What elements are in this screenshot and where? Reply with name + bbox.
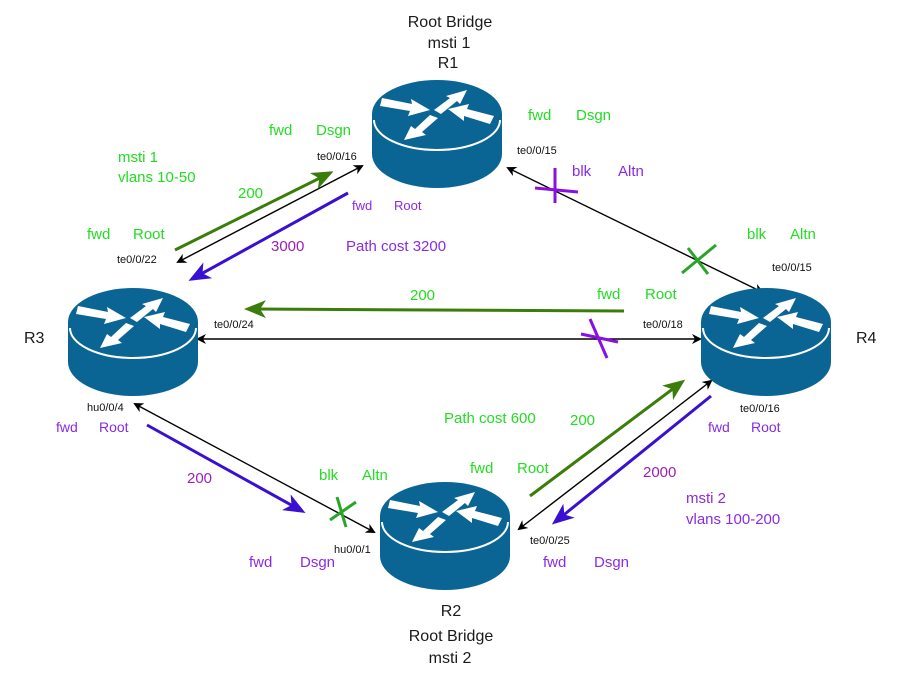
msti1-arrow-r4-to-r3 bbox=[244, 300, 625, 319]
msti1-r1-te0016-role: Dsgn bbox=[316, 122, 352, 139]
msti1-vlans: vlans 10-50 bbox=[118, 169, 196, 186]
port-r3-te0022: te0/0/22 bbox=[117, 254, 157, 266]
port-r1-te0016: te0/0/16 bbox=[317, 151, 357, 163]
msti1-r4-te0015-role: Altn bbox=[790, 226, 816, 243]
msti1-r3-te0022-role: Root bbox=[133, 226, 165, 243]
router-r4[interactable] bbox=[700, 287, 832, 397]
block-mark-msti2-r4-te0018 bbox=[580, 318, 619, 359]
msti1-cost-r2-r4: 200 bbox=[570, 412, 596, 429]
link-r4-r2 bbox=[517, 379, 713, 531]
r4-name: R4 bbox=[856, 330, 877, 347]
msti1-arrow-r3-to-r1 bbox=[174, 171, 334, 252]
r1-role-line1: Root Bridge bbox=[407, 14, 493, 31]
msti1-r4-te0018-role: Root bbox=[645, 286, 677, 303]
block-mark-msti2-r1-te0015 bbox=[534, 168, 579, 203]
msti2-cost-r4-r2: 2000 bbox=[643, 464, 677, 481]
msti1-r1-te0016-state: fwd bbox=[269, 122, 293, 139]
port-r3-hu004: hu0/0/4 bbox=[87, 402, 124, 414]
msti2-r2-hu001-role: Dsgn bbox=[300, 554, 336, 571]
r3-name: R3 bbox=[24, 330, 45, 347]
block-mark-msti1-r4-te0015 bbox=[681, 243, 717, 275]
msti1-r2-te0025-state: fwd bbox=[470, 460, 494, 477]
msti1-arrow-r2-to-r4 bbox=[529, 379, 686, 498]
msti1-r1-te0015-role: Dsgn bbox=[576, 107, 612, 124]
r2-role-line1: Root Bridge bbox=[408, 628, 494, 645]
port-r2-te0025: te0/0/25 bbox=[530, 535, 570, 547]
msti2-title: msti 2 bbox=[686, 490, 727, 507]
msti2-r3-hu004-state: fwd bbox=[56, 419, 78, 435]
msti1-r2-hu001-state: blk bbox=[319, 467, 339, 484]
msti1-path-cost: Path cost 600 bbox=[444, 410, 536, 427]
msti2-r1-te0015-role: Altn bbox=[618, 163, 644, 180]
msti1-cost-r3-r1: 200 bbox=[238, 185, 264, 202]
msti2-r3-hu004-role: Root bbox=[99, 419, 129, 435]
port-r1-te0015: te0/0/15 bbox=[517, 145, 557, 157]
link-r3-r2 bbox=[133, 403, 376, 533]
msti1-r4-te0015-state: blk bbox=[747, 226, 767, 243]
msti1-r1-te0015-state: fwd bbox=[528, 107, 552, 124]
msti1-title: msti 1 bbox=[118, 149, 159, 166]
router-r1[interactable] bbox=[371, 79, 503, 189]
block-mark-msti1-r2-hu001 bbox=[329, 496, 357, 528]
msti1-r3-te0022-state: fwd bbox=[87, 226, 111, 243]
msti1-r4-te0018-state: fwd bbox=[597, 286, 621, 303]
router-r2[interactable] bbox=[379, 481, 511, 591]
msti2-cost-r3-r2: 200 bbox=[187, 470, 213, 487]
port-r3-te0024: te0/0/24 bbox=[214, 319, 254, 331]
msti2-cost-r1-r3: 3000 bbox=[271, 238, 305, 255]
msti2-r4-te0016-role: Root bbox=[751, 419, 781, 435]
msti2-r1-te0016-role: Root bbox=[394, 198, 422, 213]
msti2-arrow-r3-to-r2 bbox=[146, 423, 306, 513]
router-r3[interactable] bbox=[67, 287, 199, 397]
msti2-r4-te0016-state: fwd bbox=[708, 419, 730, 435]
port-r2-hu001: hu0/0/1 bbox=[334, 544, 371, 556]
msti1-r2-hu001-role: Altn bbox=[362, 467, 388, 484]
msti2-r1-te0016-state: fwd bbox=[352, 198, 373, 213]
msti2-path-cost: Path cost 3200 bbox=[346, 238, 447, 255]
msti2-arrow-r1-to-r3 bbox=[188, 191, 349, 281]
msti2-r2-hu001-state: fwd bbox=[249, 554, 273, 571]
port-r4-te0015: te0/0/15 bbox=[772, 262, 812, 274]
r1-role-line2: msti 1 bbox=[427, 35, 471, 52]
msti2-r2-te0025-role: Dsgn bbox=[594, 554, 630, 571]
msti2-vlans: vlans 100-200 bbox=[686, 511, 781, 528]
r1-name: R1 bbox=[437, 55, 459, 72]
port-r4-te0018: te0/0/18 bbox=[643, 319, 683, 331]
msti2-arrow-r4-to-r2 bbox=[551, 394, 712, 525]
msti1-r2-te0025-role: Root bbox=[517, 460, 549, 477]
port-r4-te0016: te0/0/16 bbox=[740, 403, 780, 415]
link-r3-r1 bbox=[176, 165, 364, 263]
msti1-cost-r4-r3: 200 bbox=[410, 287, 436, 304]
link-r1-r4 bbox=[506, 167, 764, 293]
msti2-r1-te0015-state: blk bbox=[572, 163, 592, 180]
msti2-r2-te0025-state: fwd bbox=[543, 554, 567, 571]
r2-role-line2: msti 2 bbox=[428, 650, 472, 667]
r2-name: R2 bbox=[440, 603, 462, 620]
